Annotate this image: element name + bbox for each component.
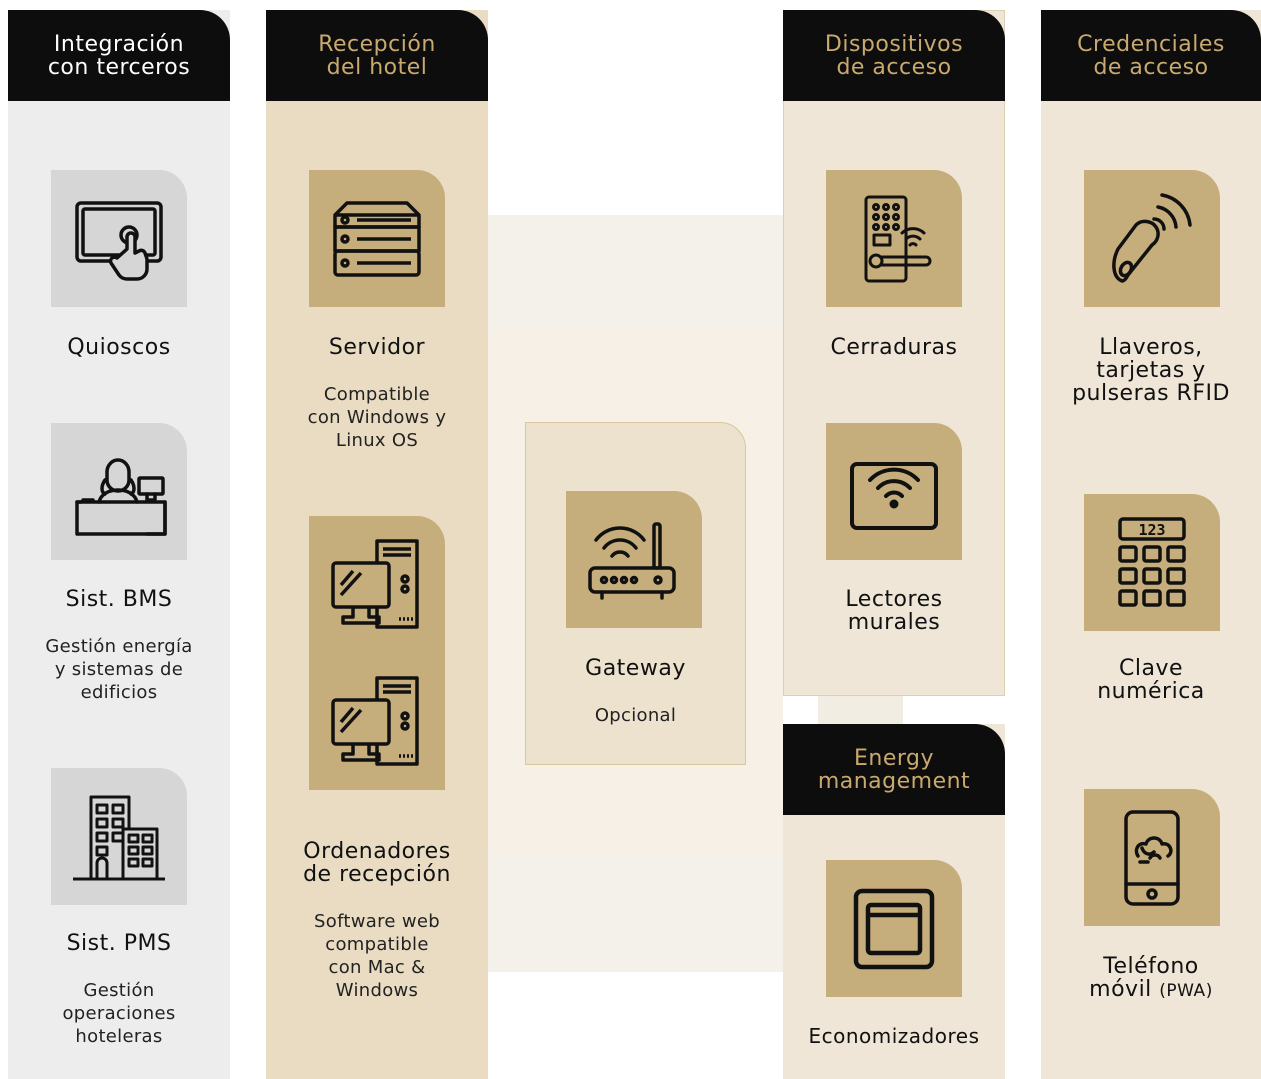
item-title-servidor: Servidor — [266, 336, 488, 359]
item-title-economizadores: Economizadores — [783, 1025, 1005, 1048]
title-line: tarjetas y — [1096, 358, 1206, 383]
sub-line: Compatible — [323, 384, 431, 405]
sub-line: compatible — [325, 934, 429, 955]
header-dispositivos: Dispositivos de acceso — [783, 10, 1005, 101]
title-line: Sist. BMS — [65, 587, 173, 612]
numeric-keypad-icon: 123 — [1118, 516, 1186, 607]
title-line: Teléfono — [1103, 954, 1199, 979]
header-line: de acceso — [1093, 54, 1209, 80]
keypad-tile: 123 — [1084, 494, 1220, 631]
item-title-lectores: Lectores murales — [783, 588, 1005, 634]
title-line: Lectores — [845, 587, 943, 612]
item-title-clave: Clave numérica — [1041, 657, 1261, 703]
receptionist-desk-icon — [75, 457, 167, 536]
mobile-phone-icon — [1124, 809, 1180, 906]
title-line: Quioscos — [67, 335, 171, 360]
item-title-cerraduras: Cerraduras — [783, 336, 1005, 359]
item-title-bms: Sist. BMS — [8, 588, 230, 611]
title-line: Economizadores — [808, 1024, 980, 1048]
header-energy: Energy management — [783, 724, 1005, 815]
gateway-tile — [566, 491, 702, 628]
header-integracion: Integración con terceros — [8, 10, 230, 101]
connector-band-top — [488, 215, 783, 330]
header-line: con terceros — [47, 54, 191, 80]
title-line: Clave — [1118, 656, 1183, 681]
pwa-label: (PWA) — [1159, 981, 1213, 1001]
title-line: Llaveros, — [1099, 335, 1203, 360]
server-tile — [309, 170, 445, 307]
item-title-ordenadores: Ordenadores de recepción — [266, 840, 488, 886]
item-sub-ordenadores: Software web compatible con Mac & Window… — [266, 910, 488, 1002]
sub-line: Software web — [314, 911, 440, 932]
item-title-pms: Sist. PMS — [8, 932, 230, 955]
sub-line: operaciones — [62, 1003, 176, 1024]
header-line: de acceso — [836, 54, 952, 80]
wall-reader-icon — [850, 461, 938, 530]
connector-band-bottom — [488, 857, 783, 972]
title-line: móvil (PWA) — [1041, 978, 1261, 1003]
kiosk-touch-icon — [75, 200, 163, 281]
header-line: Credenciales — [1077, 31, 1225, 57]
header-line: del hotel — [326, 54, 428, 80]
sub-line: Gestión — [83, 980, 155, 1001]
title-line: pulseras RFID — [1072, 381, 1230, 406]
lock-tile — [826, 170, 962, 307]
title-line: Cerraduras — [830, 335, 958, 360]
item-title-telefono: Teléfono móvil (PWA) — [1041, 955, 1261, 1003]
sub-line: edificios — [80, 682, 158, 703]
sub-line: con Windows y — [307, 407, 447, 428]
kiosk-tile — [51, 170, 187, 307]
pms-tile — [51, 768, 187, 905]
header-line: Energy — [853, 745, 935, 771]
item-sub-pms: Gestión operaciones hoteleras — [8, 979, 230, 1048]
buildings-icon — [73, 795, 165, 880]
desktop-computer-icon — [331, 675, 419, 766]
header-line: management — [817, 768, 971, 794]
item-title-rfid: Llaveros, tarjetas y pulseras RFID — [1041, 336, 1261, 405]
card-switch-icon — [853, 888, 935, 969]
title-line: murales — [847, 610, 941, 635]
header-recepcion: Recepción del hotel — [266, 10, 488, 101]
desktop-computer-icon — [331, 538, 419, 629]
rfid-keyfob-icon — [1112, 192, 1192, 283]
sub-line: y sistemas de — [54, 659, 184, 680]
economizer-tile — [826, 860, 962, 997]
item-title-quioscos: Quioscos — [8, 336, 230, 359]
title-line: Ordenadores — [303, 839, 451, 864]
column-dispositivos — [783, 10, 1005, 696]
phone-tile — [1084, 789, 1220, 926]
sub-line: Windows — [335, 980, 419, 1001]
connector-band-right — [818, 696, 903, 724]
rfid-tile — [1084, 170, 1220, 307]
title-line: Sist. PMS — [66, 931, 172, 956]
gateway-sub: Opcional — [594, 705, 677, 726]
reader-tile — [826, 423, 962, 560]
header-line: Dispositivos — [824, 31, 964, 57]
sub-line: Gestión energía — [45, 636, 193, 657]
bms-tile — [51, 423, 187, 560]
router-icon — [588, 521, 676, 600]
item-sub-servidor: Compatible con Windows y Linux OS — [266, 383, 488, 452]
title-word: móvil — [1089, 977, 1152, 1002]
title-line: Servidor — [328, 335, 426, 360]
sub-line: con Mac & — [328, 957, 426, 978]
sub-line: hoteleras — [75, 1026, 163, 1047]
gateway-title: Gateway — [585, 656, 686, 681]
header-credenciales: Credenciales de acceso — [1041, 10, 1261, 101]
server-icon — [333, 200, 421, 277]
sub-line: Linux OS — [335, 430, 419, 451]
header-line: Integración — [53, 31, 185, 57]
door-lock-keypad-icon — [864, 195, 932, 282]
computers-tile — [309, 516, 445, 790]
title-line: numérica — [1097, 679, 1205, 704]
title-line: de recepción — [303, 862, 451, 887]
header-line: Recepción — [318, 31, 436, 57]
item-sub-bms: Gestión energía y sistemas de edificios — [8, 635, 230, 704]
keypad-display-text: 123 — [1138, 521, 1165, 539]
